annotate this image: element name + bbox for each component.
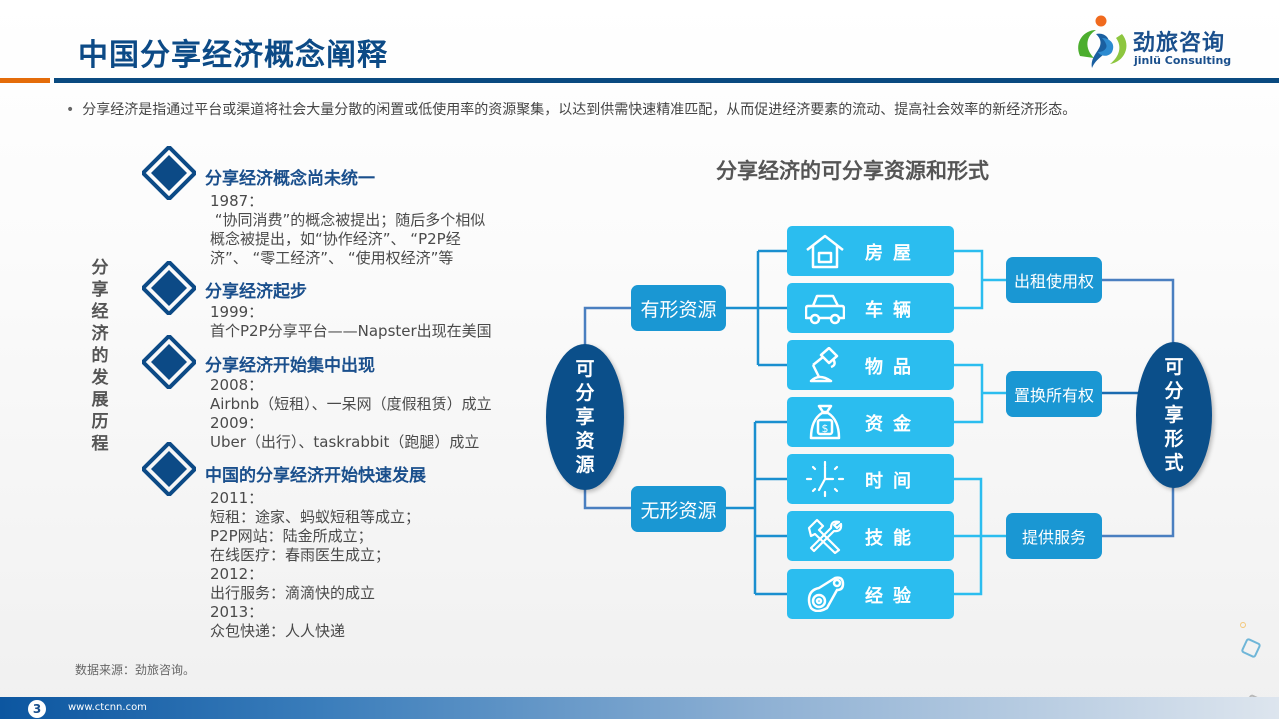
title-divider <box>54 78 1279 83</box>
stage-line: Airbnb（短租）、一呆网（度假租赁）成立 <box>210 395 492 413</box>
vertical-char: 经 <box>91 302 109 322</box>
stage-body: 1987： “协同消费”的概念被提出；随后多个相似 概念被提出，如“协作经济”、… <box>210 192 485 268</box>
diagram-title: 分享经济的可分享资源和形式 <box>716 159 989 183</box>
intro-text: 分享经济是指通过平台或渠道将社会大量分散的闲置或低使用率的资源聚集，以达到供需快… <box>82 102 1077 118</box>
vertical-char: 展 <box>91 390 109 410</box>
bullet: • <box>66 102 75 118</box>
footer-bar <box>0 697 1279 719</box>
stage-line: 首个P2P分享平台——Napster出现在美国 <box>210 322 492 340</box>
form-swap-ownership-node: 置换所有权 <box>1006 371 1102 417</box>
tools-icon <box>807 518 843 554</box>
root-char: 可 <box>575 358 595 380</box>
clock-icon <box>805 461 845 497</box>
resource-experience: 经验 <box>787 569 954 619</box>
vertical-char: 济 <box>91 324 109 344</box>
root-char: 形 <box>1164 428 1184 450</box>
timeline-vertical-title: 分 享 经 济 的 发 展 历 程 <box>88 257 112 455</box>
resource-label: 物品 <box>865 357 921 378</box>
root-char: 资 <box>575 430 595 452</box>
stage-line: “协同消费”的概念被提出；随后多个相似 <box>210 211 486 229</box>
svg-text:$: $ <box>822 422 829 435</box>
resource-label: 技能 <box>865 528 921 549</box>
resource-skills: 技能 <box>787 511 954 561</box>
resource-time: 时间 <box>787 454 954 504</box>
resource-funds: $ 资金 <box>787 397 954 447</box>
stage-line: 在线医疗：春雨医生成立； <box>210 546 391 564</box>
stage-body: 2008： Airbnb（短租）、一呆网（度假租赁）成立 2009： Uber（… <box>210 376 492 452</box>
vertical-char: 程 <box>91 434 109 454</box>
stage-line: 2011： <box>210 489 264 507</box>
stage-heading: 分享经济概念尚未统一 <box>205 169 375 189</box>
root-char: 享 <box>1164 404 1184 426</box>
resource-goods: 物品 <box>787 340 954 390</box>
stage-line: 1999： <box>210 303 264 321</box>
root-char: 源 <box>575 454 595 476</box>
diamond-icon <box>142 261 196 315</box>
stage-body: 2011： 短租：途家、蚂蚁短租等成立； P2P网站：陆金所成立； 在线医疗：春… <box>210 489 420 641</box>
stage-body: 1999： 首个P2P分享平台——Napster出现在美国 <box>210 303 492 341</box>
form-rent-usage-node: 出租使用权 <box>1006 257 1102 303</box>
stage-line: 2013： <box>210 603 264 621</box>
diamond-icon <box>142 146 196 200</box>
stage-line: 2008： <box>210 376 264 394</box>
diamond-icon <box>142 442 196 496</box>
vertical-char: 发 <box>91 368 109 388</box>
stage-line: 济”、 “零工经济”、 “使用权经济”等 <box>210 249 454 267</box>
vertical-char: 分 <box>91 258 109 278</box>
stage-line: P2P网站：陆金所成立； <box>210 527 373 545</box>
stage-line: 2012： <box>210 565 264 583</box>
root-char: 分 <box>1164 380 1184 402</box>
shareable-forms-root: 可 分 享 形 式 <box>1136 342 1212 488</box>
root-char: 式 <box>1164 452 1184 474</box>
logo-name-cn: 劲旅咨询 <box>1133 31 1226 56</box>
car-icon <box>805 294 845 325</box>
stage-line: 出行服务：滴滴快的成立 <box>210 584 376 602</box>
stage-line: 短租：途家、蚂蚁短租等成立； <box>210 508 421 526</box>
intangible-resources-node: 无形资源 <box>631 486 726 532</box>
stage-line: Uber（出行）、taskrabbit（跑腿）成立 <box>210 433 480 451</box>
house-icon <box>806 234 844 269</box>
resource-label: 车辆 <box>865 300 921 321</box>
resource-vehicle: 车辆 <box>787 283 954 333</box>
root-char: 享 <box>575 406 595 428</box>
data-source-note: 数据来源：劲旅咨询。 <box>75 663 196 677</box>
title-accent-bar <box>0 78 50 83</box>
lamp-icon <box>809 347 839 383</box>
stage-line: 2009： <box>210 414 264 432</box>
vertical-char: 享 <box>91 280 109 300</box>
root-char: 可 <box>1164 356 1184 378</box>
resource-label: 经验 <box>865 586 921 607</box>
resource-label: 资金 <box>865 414 921 435</box>
stage-line: 概念被提出，如“协作经济”、 “P2P经 <box>210 230 461 248</box>
page-title: 中国分享经济概念阐释 <box>78 38 388 73</box>
vertical-char: 历 <box>91 412 109 432</box>
page-number: 3 <box>28 700 46 718</box>
shareable-resources-root: 可 分 享 资 源 <box>546 344 624 490</box>
tangible-resources-node: 有形资源 <box>631 285 726 331</box>
stage-line: 众包快递：人人快递 <box>210 622 346 640</box>
resource-house: 房屋 <box>787 226 954 276</box>
logo-name-en: jinlü Consulting <box>1134 54 1232 67</box>
stage-heading: 中国的分享经济开始快速发展 <box>205 466 426 486</box>
intro-paragraph: • 分享经济是指通过平台或渠道将社会大量分散的闲置或低使用率的资源聚集，以达到供需… <box>66 99 1076 119</box>
stage-heading: 分享经济开始集中出现 <box>205 356 375 376</box>
money-bag-icon: $ <box>809 404 841 440</box>
form-provide-service-node: 提供服务 <box>1006 513 1102 559</box>
stage-heading: 分享经济起步 <box>205 282 307 302</box>
resource-label: 房屋 <box>865 243 921 264</box>
stage-line: 1987： <box>210 192 264 210</box>
root-char: 分 <box>575 382 595 404</box>
pulley-icon <box>807 576 845 612</box>
resource-label: 时间 <box>865 471 921 492</box>
company-logo-icon <box>1078 15 1127 68</box>
diamond-icon <box>142 335 196 389</box>
vertical-char: 的 <box>91 346 109 366</box>
footer-url[interactable]: www.ctcnn.com <box>68 702 147 713</box>
